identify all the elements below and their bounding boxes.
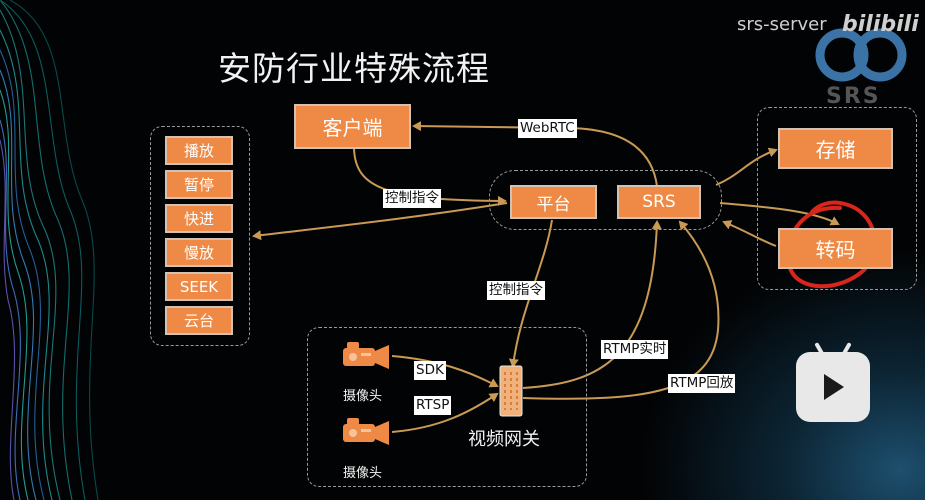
action-item: 慢放 <box>165 238 233 267</box>
action-item: 快进 <box>165 204 233 233</box>
watermark-server: srs-server <box>737 14 827 35</box>
gateway-label: 视频网关 <box>468 429 540 450</box>
storage-box: 存储 <box>778 128 893 169</box>
camera-group <box>307 327 587 487</box>
client-box: 客户端 <box>294 104 411 149</box>
watermark-brand: bilibili <box>842 12 919 37</box>
tv-play-icon <box>796 342 870 422</box>
camera-label: 摄像头 <box>343 466 383 481</box>
edge-label-control: 控制指令 <box>383 189 441 208</box>
arrow-srs-to-transcode <box>719 202 840 226</box>
srs-box: SRS <box>617 185 701 219</box>
action-item: 云台 <box>165 306 233 335</box>
bilibili-logo-icon <box>815 28 907 82</box>
arrow-camera1-to-gateway <box>391 355 499 388</box>
action-item: SEEK <box>165 272 233 301</box>
arrow-transcode-to-srs <box>722 220 777 247</box>
watermark-srs: SRS <box>826 84 881 109</box>
action-item: 播放 <box>165 136 233 165</box>
page-title: 安防行业特殊流程 <box>218 49 490 88</box>
action-item: 暂停 <box>165 170 233 199</box>
output-group <box>757 107 917 290</box>
arrow-platform-to-actions <box>252 202 508 241</box>
camera-icon <box>343 418 389 445</box>
edge-label-sdk: SDK <box>414 361 446 380</box>
edge-label-control: 控制指令 <box>487 281 545 300</box>
edge-label-webrtc: WebRTC <box>518 119 577 138</box>
gateway-device-icon <box>499 365 523 417</box>
left-swirl-decoration <box>0 0 99 500</box>
actions-group <box>150 126 250 346</box>
platform-box: 平台 <box>510 185 597 219</box>
edge-label-rtmp-live: RTMP实时 <box>601 340 669 359</box>
edge-label-rtsp: RTSP <box>414 396 452 415</box>
arrow-camera2-to-gateway <box>391 392 499 433</box>
camera-icon <box>343 342 389 369</box>
camera-label: 摄像头 <box>343 389 383 404</box>
arrow-srs-to-storage <box>715 147 778 186</box>
edge-label-rtmp-playback: RTMP回放 <box>668 374 736 393</box>
platform-srs-group <box>489 170 722 230</box>
transcode-box: 转码 <box>778 228 893 269</box>
arrow-gateway-to-srs-playback <box>522 220 720 400</box>
